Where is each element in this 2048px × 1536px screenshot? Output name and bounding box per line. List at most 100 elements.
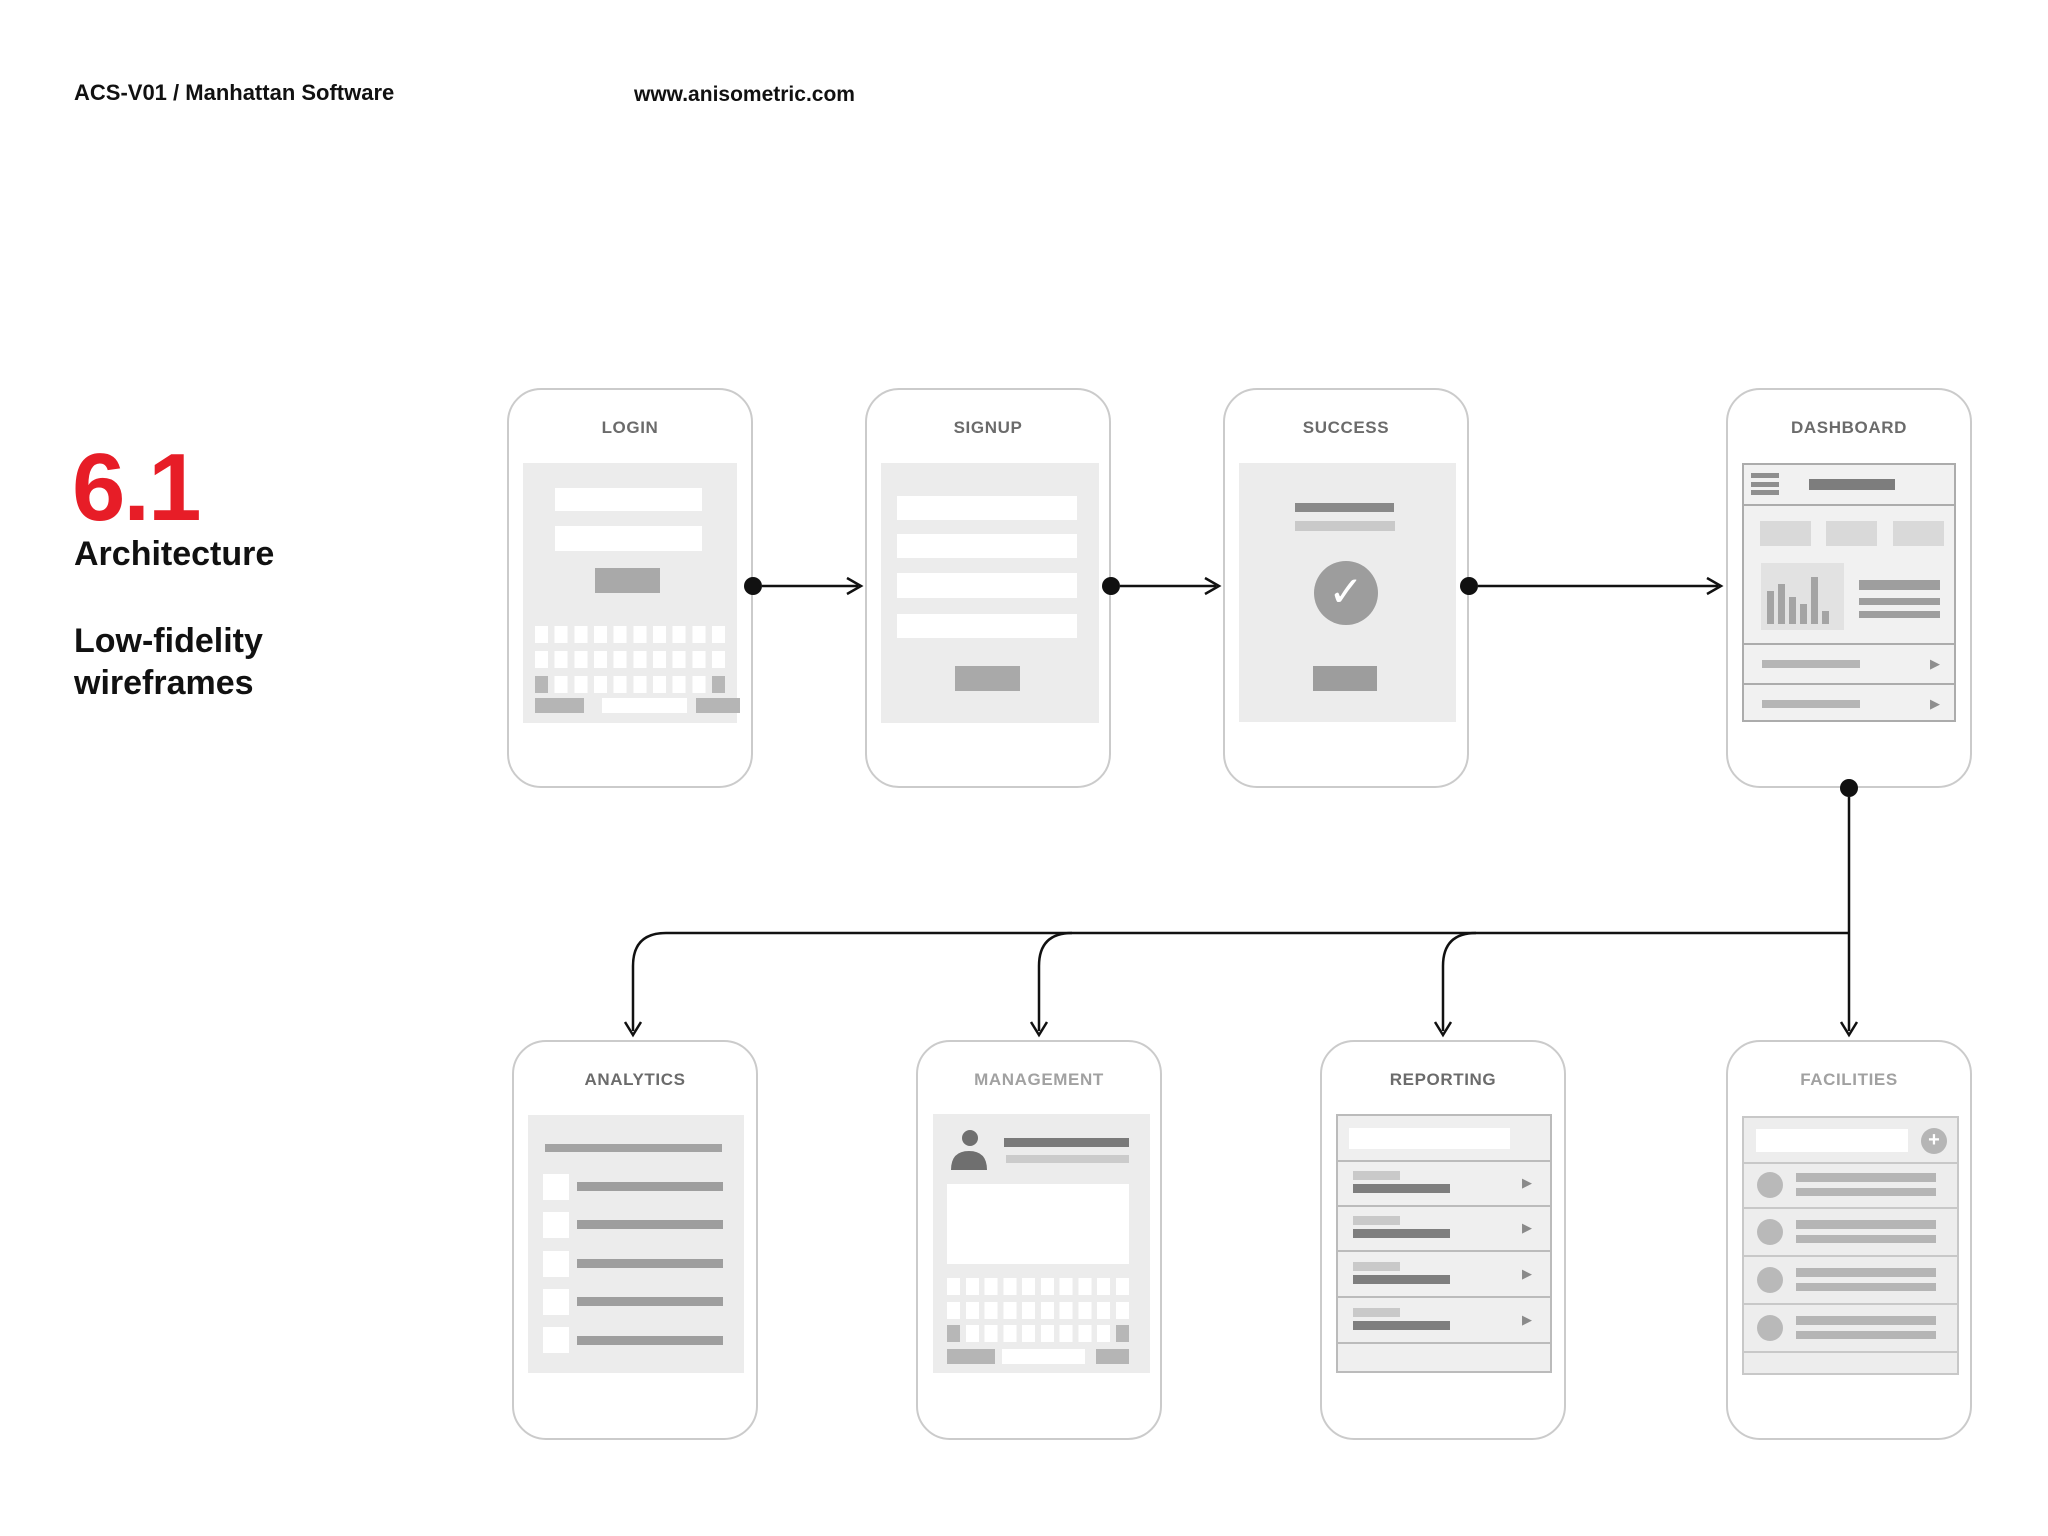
subheading-bar	[1295, 521, 1395, 531]
checkbox-shape	[543, 1289, 569, 1315]
flow-arrowhead	[1839, 1021, 1859, 1038]
list-item-line	[1796, 1331, 1936, 1339]
phone-card-login: LOGIN	[507, 388, 753, 788]
flow-branch-reporting	[1441, 931, 1477, 1031]
phone-card-signup: SIGNUP	[865, 388, 1111, 788]
avatar-circle	[1757, 1267, 1783, 1293]
list-item-label-line	[1353, 1308, 1400, 1317]
tab-shape	[1826, 521, 1877, 546]
phone-card-dashboard: DASHBOARD ▶	[1726, 388, 1972, 788]
person-icon	[951, 1130, 987, 1170]
phone-screen	[523, 463, 740, 723]
keyboard-row	[535, 626, 725, 643]
app-title-bar	[1809, 479, 1895, 490]
phone-card-reporting: REPORTING ▶ ▶ ▶ ▶	[1320, 1040, 1566, 1440]
list-item-line	[1796, 1220, 1936, 1229]
search-row	[1338, 1116, 1550, 1162]
chart-bar	[1800, 604, 1807, 624]
input-field-shape	[555, 488, 702, 511]
search-row: +	[1744, 1118, 1957, 1164]
bar-chart	[1761, 563, 1844, 630]
hamburger-icon	[1751, 473, 1779, 478]
list-row	[1744, 1162, 1957, 1209]
profile-subtitle-bar	[1006, 1155, 1129, 1163]
search-input-shape	[1349, 1128, 1510, 1149]
list-row: ▶	[1338, 1250, 1550, 1298]
list-item-line	[1353, 1184, 1450, 1193]
flow-arrowhead	[1706, 576, 1724, 596]
list-row	[1744, 1255, 1957, 1305]
content-box	[947, 1184, 1129, 1264]
modifier-key-shape	[712, 676, 725, 693]
hamburger-icon	[1751, 490, 1779, 495]
keyboard-row	[535, 676, 725, 693]
keyboard-row	[947, 1325, 1129, 1342]
chevron-right-icon: ▶	[1522, 1312, 1532, 1327]
checkbox-shape	[543, 1212, 569, 1238]
text-line	[1859, 611, 1940, 618]
flow-branch-management	[1037, 931, 1073, 1031]
heading-bar	[1295, 503, 1394, 512]
phone-card-analytics: ANALYTICS	[512, 1040, 758, 1440]
flow-arrowhead	[1029, 1021, 1049, 1038]
modifier-key-shape	[535, 698, 584, 713]
list-item-line	[577, 1336, 723, 1345]
input-field-shape	[897, 614, 1077, 638]
phone-title: SIGNUP	[953, 418, 1023, 437]
modifier-key-shape	[696, 698, 740, 713]
profile-name-bar	[1004, 1138, 1129, 1147]
list-item-line	[1762, 700, 1860, 708]
tab-shape	[1760, 521, 1811, 546]
list-row: ▶	[1338, 1160, 1550, 1207]
phone-screen: ✓	[1239, 463, 1456, 722]
list-item-line	[1796, 1173, 1936, 1182]
chart-bar	[1767, 591, 1774, 624]
avatar-circle	[1757, 1172, 1783, 1198]
keyboard-row	[947, 1302, 1129, 1319]
phone-title: LOGIN	[601, 418, 659, 437]
modifier-key-shape	[1116, 1325, 1129, 1342]
list-item-line	[577, 1297, 723, 1306]
phone-screen: ▶ ▶ ▶ ▶	[1336, 1114, 1552, 1373]
modifier-key-shape	[1096, 1349, 1129, 1364]
phone-card-management: MANAGEMENT	[916, 1040, 1162, 1440]
flow-trunk-line	[631, 931, 1849, 1031]
list-item-line	[1796, 1235, 1936, 1243]
modifier-key-shape	[947, 1349, 995, 1364]
phone-card-facilities: FACILITIES +	[1726, 1040, 1972, 1440]
phone-screen: ▶ ▶	[1742, 463, 1956, 722]
phone-title: MANAGEMENT	[974, 1070, 1104, 1089]
phone-screen	[933, 1114, 1150, 1373]
flow-arrowhead	[623, 1021, 643, 1038]
plus-icon: +	[1928, 1129, 1940, 1151]
list-row	[1744, 1303, 1957, 1353]
list-item-line	[1353, 1229, 1450, 1238]
chart-bar	[1778, 584, 1785, 624]
phone-title: SUCCESS	[1302, 418, 1390, 437]
flow-arrowhead	[1204, 576, 1222, 596]
phone-title: FACILITIES	[1800, 1070, 1898, 1089]
list-item-line	[1796, 1283, 1936, 1291]
phone-card-success: SUCCESS ✓	[1223, 388, 1469, 788]
list-item-line	[1762, 660, 1860, 668]
section-subtitle: Low-fidelity wireframes	[74, 622, 263, 702]
chevron-right-icon: ▶	[1522, 1175, 1532, 1190]
divider	[1744, 643, 1954, 645]
list-item-line	[1353, 1321, 1450, 1330]
avatar-circle	[1757, 1315, 1783, 1341]
button-shape	[595, 568, 660, 593]
heading-bar	[545, 1144, 722, 1152]
checkbox-shape	[543, 1327, 569, 1353]
avatar-circle	[1757, 1219, 1783, 1245]
text-line	[1859, 580, 1940, 590]
tab-shape	[1893, 521, 1944, 546]
list-row: ▶	[1338, 1296, 1550, 1344]
modifier-key-shape	[535, 676, 548, 693]
list-item-line	[577, 1259, 723, 1268]
button-shape	[955, 666, 1020, 691]
list-item-line	[1796, 1188, 1936, 1196]
list-item-line	[577, 1220, 723, 1229]
input-field-shape	[897, 573, 1077, 598]
keyboard-row	[947, 1278, 1129, 1295]
